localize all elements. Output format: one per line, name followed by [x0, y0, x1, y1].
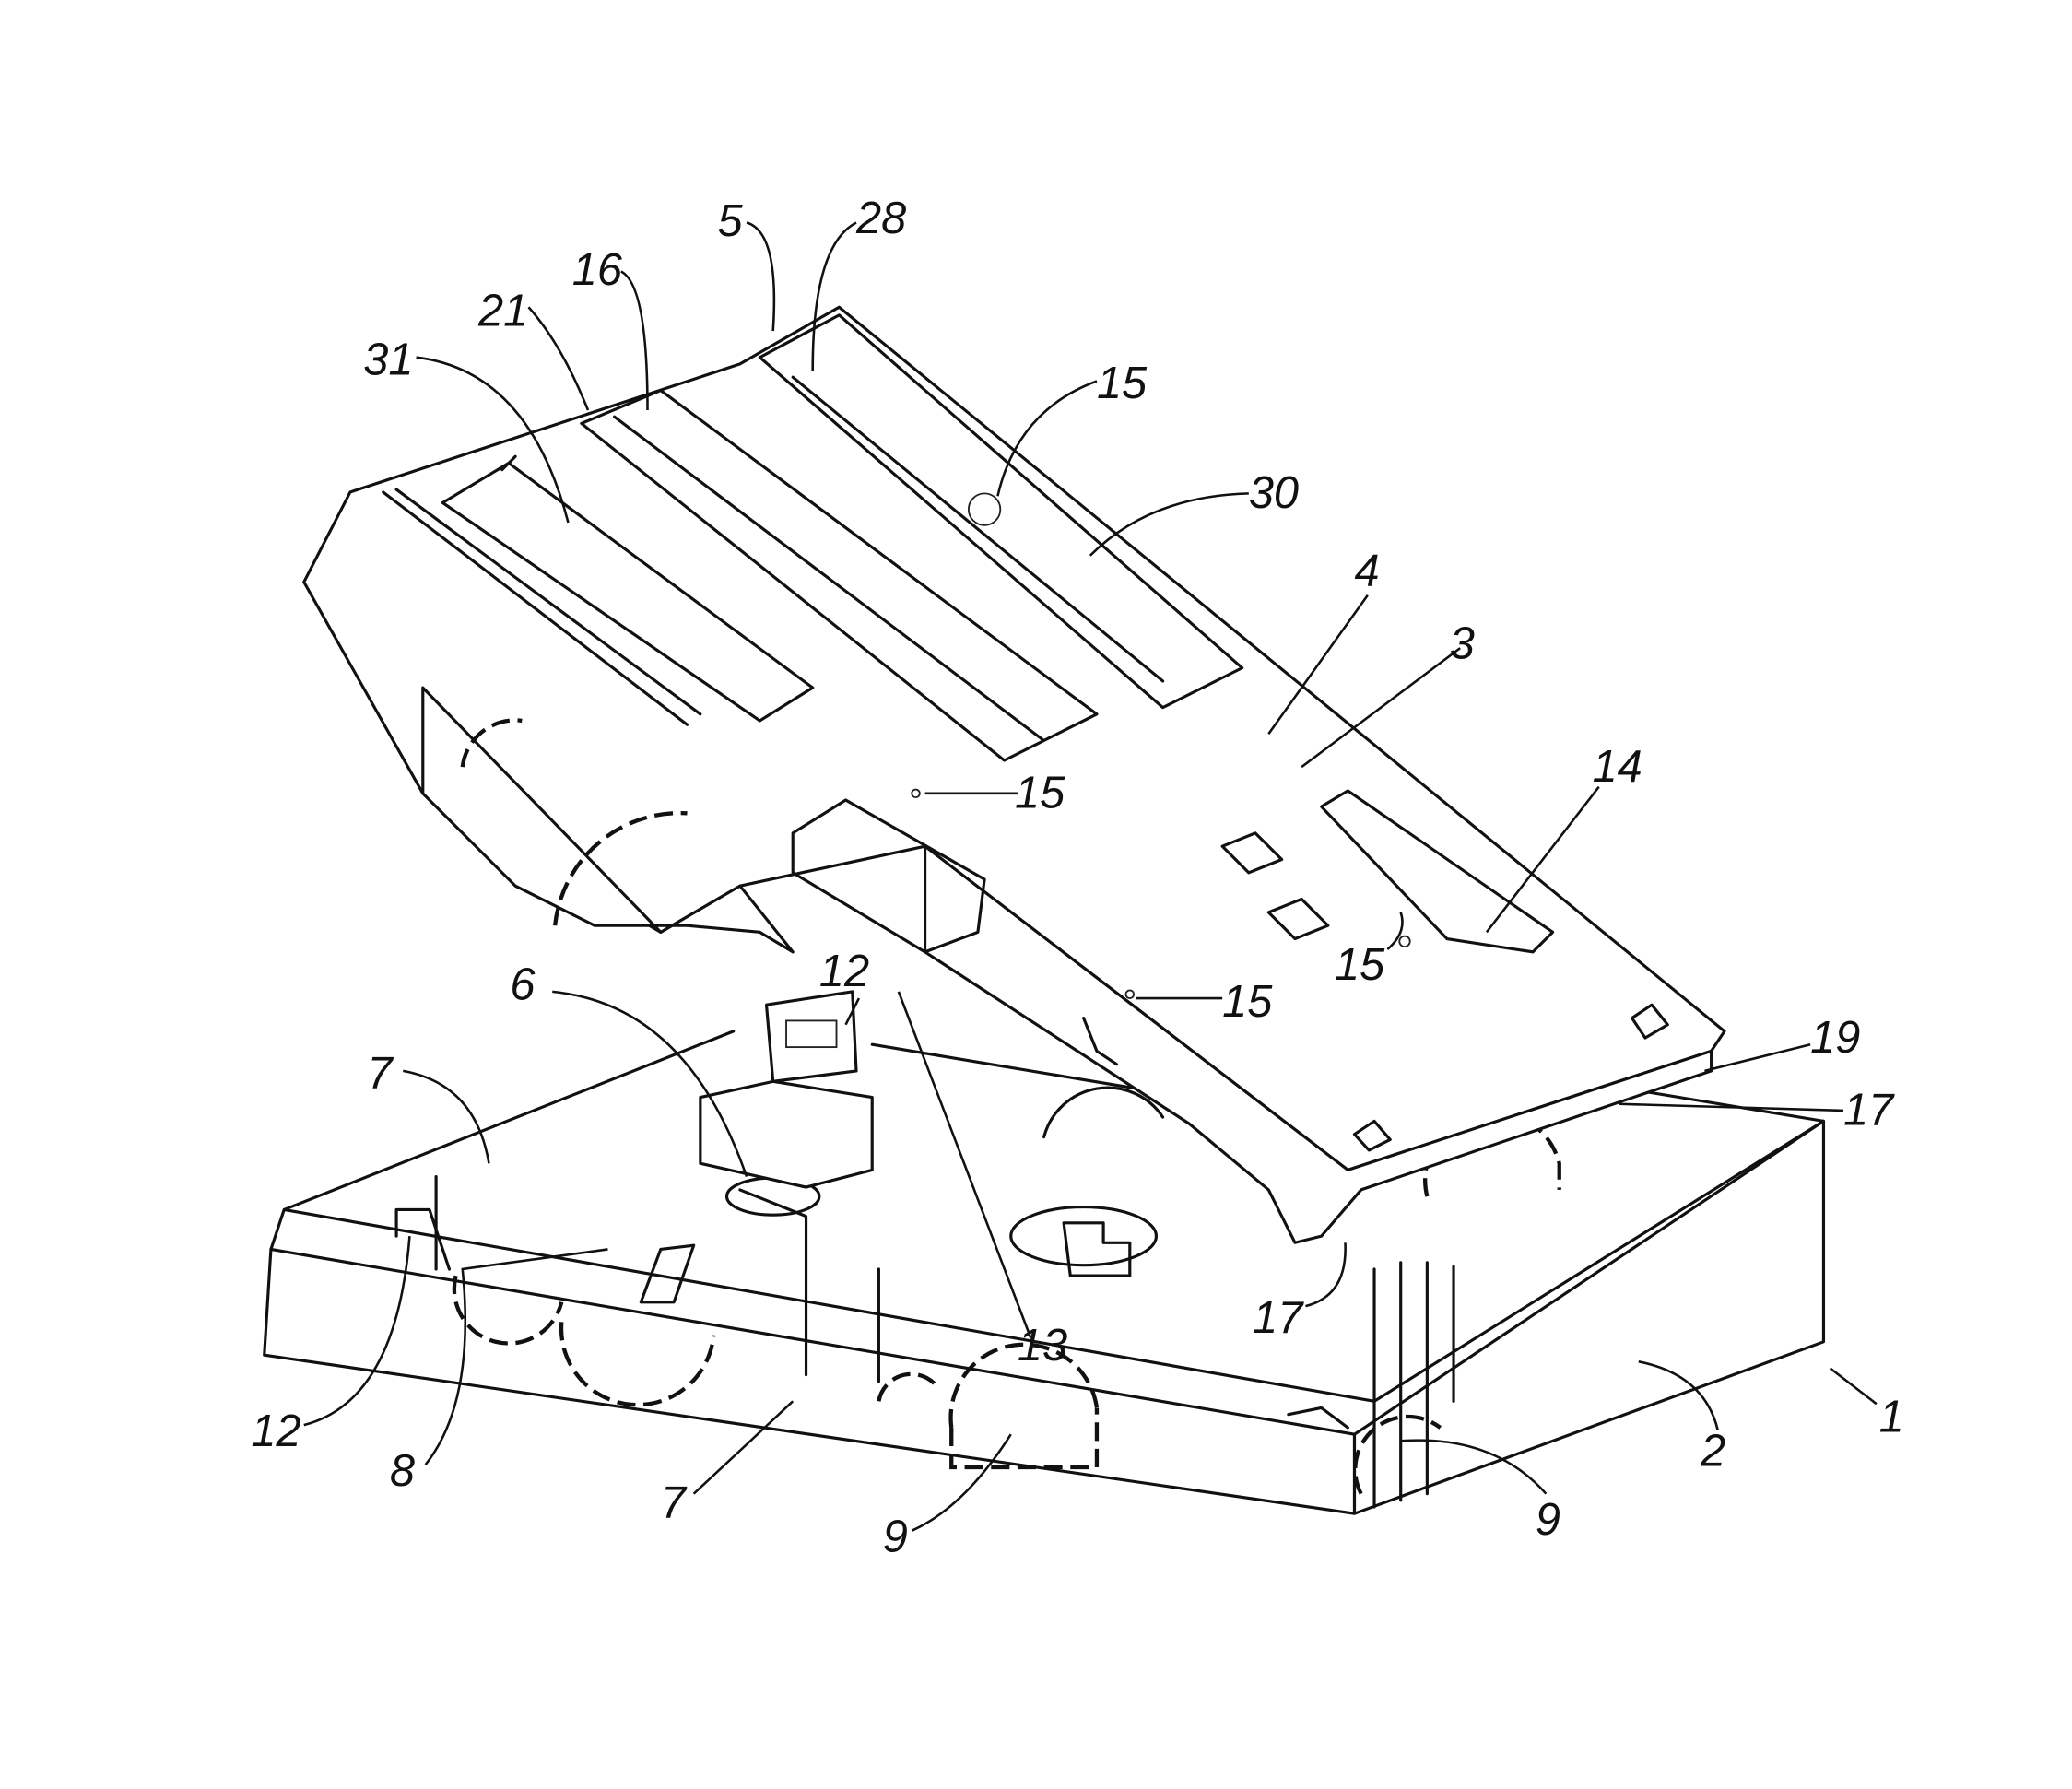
- label-1: 1: [1879, 1392, 1904, 1442]
- rail-16: [580, 388, 1099, 762]
- base-side-wall: [1352, 1119, 1826, 1515]
- channel-31: [441, 454, 815, 723]
- post-block: [699, 1079, 874, 1189]
- label-12: 12: [251, 1406, 300, 1456]
- label-19: 19: [1810, 1013, 1860, 1063]
- base-front-wall: [263, 1247, 1357, 1515]
- label-7: 7: [368, 1049, 394, 1099]
- base-housing: [263, 990, 1826, 1515]
- label-17: 17: [1253, 1293, 1304, 1343]
- label-16: 16: [572, 245, 623, 295]
- label-30: 30: [1249, 468, 1299, 518]
- reference-numerals: 5 28 16 21 31 15 30 4 3 14 15 15 15 12 6…: [251, 194, 1903, 1562]
- label-15: 15: [1222, 977, 1273, 1027]
- lid-side-face: [923, 844, 1713, 1244]
- label-15: 15: [1335, 940, 1385, 990]
- lid-top-face: [302, 305, 1726, 1171]
- vent-slots: [382, 488, 702, 726]
- label-2: 2: [1700, 1427, 1725, 1477]
- compartment-30: [758, 313, 1244, 710]
- label-3: 3: [1450, 619, 1475, 669]
- label-6: 6: [510, 959, 536, 1009]
- clip-window: [1220, 831, 1669, 1152]
- hinge-arm: [791, 798, 1119, 1066]
- label-17: 17: [1843, 1086, 1895, 1136]
- knockout-circle: [452, 1275, 564, 1346]
- label-4: 4: [1355, 547, 1380, 596]
- cable-guide-6: [724, 1176, 821, 1217]
- label-12: 12: [819, 947, 869, 996]
- label-8: 8: [390, 1446, 415, 1496]
- lid-cover: [302, 305, 1726, 1244]
- label-15: 15: [1015, 769, 1065, 818]
- label-13: 13: [1018, 1321, 1067, 1371]
- latch-12: [764, 990, 858, 1083]
- label-21: 21: [477, 286, 528, 335]
- label-28: 28: [855, 194, 906, 243]
- label-14: 14: [1593, 742, 1642, 792]
- label-7: 7: [661, 1477, 688, 1527]
- label-15: 15: [1097, 359, 1148, 408]
- hole-15: [967, 492, 1002, 526]
- label-5: 5: [717, 196, 743, 246]
- label-9: 9: [883, 1512, 908, 1562]
- recess-14: [1320, 789, 1555, 954]
- label-31: 31: [363, 335, 413, 384]
- leader-lines: [303, 221, 1878, 1532]
- label-9: 9: [1536, 1495, 1560, 1545]
